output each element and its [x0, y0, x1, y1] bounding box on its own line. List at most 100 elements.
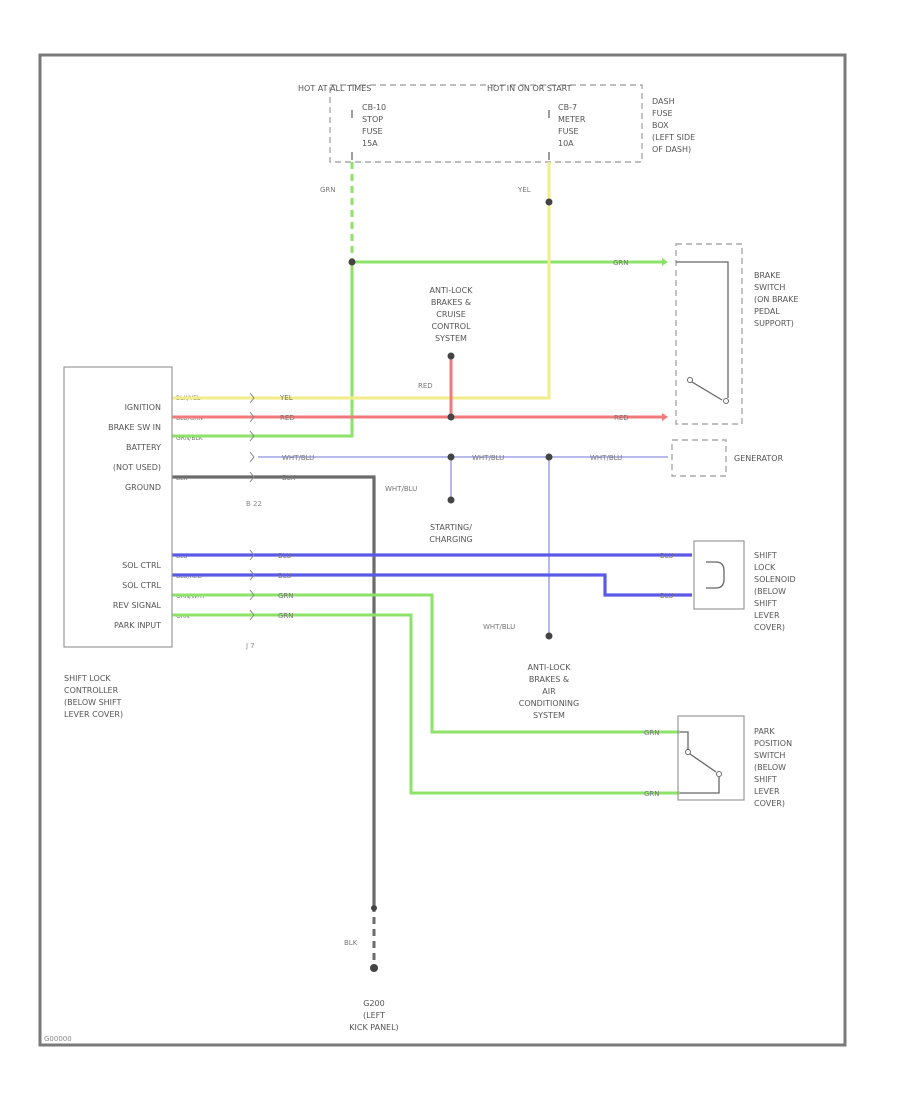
pin-brake-sw-in: BRAKE SW IN — [108, 423, 161, 432]
abs-ac-line-2: BRAKES & — [529, 675, 569, 684]
brake-switch-line-2: SWITCH — [754, 283, 785, 292]
fuse-box-label-line-3: BOX — [652, 121, 669, 130]
wire-label-blu-2: BLU — [278, 572, 291, 580]
stop-fuse-line-2: STOP — [362, 115, 383, 124]
starting-charging-line-1: STARTING/ — [430, 523, 472, 532]
ground-g200: G200 (LEFT KICK PANEL) — [349, 999, 398, 1032]
grn-wire-battery — [258, 262, 354, 438]
wire-label-blu-1: BLU — [278, 552, 291, 560]
fuse-box-label-line-1: DASH — [652, 97, 675, 106]
footer-code: G00000 — [44, 1035, 72, 1043]
pin-rev-signal: REV SIGNAL — [113, 601, 162, 610]
generator-label: GENERATOR — [734, 454, 784, 463]
splice-dots — [348, 198, 553, 972]
pin-ignition: IGNITION — [125, 403, 161, 412]
brake-switch-line-3: (ON BRAKE — [754, 295, 798, 304]
solenoid-line-3: SOLENOID — [754, 575, 796, 584]
park-switch-line-7: COVER) — [754, 799, 785, 808]
wire-label-grn-top: GRN — [320, 186, 336, 194]
stop-fuse-line-4: 15A — [362, 139, 378, 148]
connector-j7: J 7 — [245, 642, 255, 650]
fuse-box-label-line-5: OF DASH) — [652, 145, 691, 154]
park-switch-line-4: (BELOW — [754, 763, 786, 772]
wire-label-wht-blu-gen: WHT/BLU — [590, 454, 622, 462]
starting-charging-line-2: CHARGING — [429, 535, 472, 544]
hot-in-on-or-start-label: HOT IN ON OR START — [487, 84, 572, 93]
meter-fuse-line-1: CB-7 — [558, 103, 577, 112]
abs-cruise-label: ANTI-LOCK BRAKES & CRUISE CONTROL SYSTEM — [430, 286, 474, 343]
shift-lock-controller-label: SHIFT LOCK CONTROLLER (BELOW SHIFT LEVER… — [64, 674, 123, 719]
ground-line-1: G200 — [363, 999, 384, 1008]
solenoid-line-4: (BELOW — [754, 587, 786, 596]
wire-label-grn-brake: GRN — [613, 259, 629, 267]
brake-switch-line-5: SUPPORT) — [754, 319, 794, 328]
ground-line-3: KICK PANEL) — [349, 1023, 398, 1032]
wire-label-wht-blu-start: WHT/BLU — [385, 485, 417, 493]
dash-fuse-box-label: DASH FUSE BOX (LEFT SIDE OF DASH) — [652, 97, 695, 154]
fuse-box-label-line-2: FUSE — [652, 109, 673, 118]
wire-label-wht-blu-ac: WHT/BLU — [483, 623, 515, 631]
abs-cruise-line-1: ANTI-LOCK — [430, 286, 474, 295]
pin-battery: BATTERY — [126, 443, 161, 452]
solenoid-line-5: SHIFT — [754, 599, 777, 608]
abs-cruise-line-2: BRAKES & — [431, 298, 471, 307]
stop-fuse-line-1: CB-10 — [362, 103, 386, 112]
park-switch-line-2: POSITION — [754, 739, 792, 748]
pin-park-input: PARK INPUT — [114, 621, 161, 630]
wire-label-red-pin: RED — [280, 414, 295, 422]
abs-ac-line-3: AIR — [542, 687, 556, 696]
wire-label-blk-pin: BLK — [282, 474, 296, 482]
meter-fuse-line-2: METER — [558, 115, 586, 124]
pin-sol-ctrl-2: SOL CTRL — [122, 581, 161, 590]
abs-cruise-line-5: SYSTEM — [435, 334, 467, 343]
park-switch-line-1: PARK — [754, 727, 775, 736]
wire-label-red-abs: RED — [418, 382, 433, 390]
connector-terminals — [249, 392, 255, 621]
abs-ac-line-5: SYSTEM — [533, 711, 565, 720]
pin-ground: GROUND — [125, 483, 161, 492]
wire-label-wht-blu-pin: WHT/BLU — [282, 454, 314, 462]
wire-label-grn-park-sw-2: GRN — [644, 790, 660, 798]
solenoid-line-2: LOCK — [754, 563, 776, 572]
brake-switch-line-1: BRAKE — [754, 271, 781, 280]
wire-label-grn-rev: GRN — [278, 592, 294, 600]
brake-switch-line-4: PEDAL — [754, 307, 780, 316]
solenoid-line-6: LEVER — [754, 611, 780, 620]
shift-lock-solenoid: SHIFT LOCK SOLENOID (BELOW SHIFT LEVER C… — [693, 540, 796, 632]
stop-fuse-line-3: FUSE — [362, 127, 383, 136]
wire-label-grn-park-sw-1: GRN — [644, 729, 660, 737]
controller-label-line-3: (BELOW SHIFT — [64, 698, 122, 707]
red-arrow-brake — [662, 413, 668, 421]
wire-label-yel-top: YEL — [517, 186, 531, 194]
ground-line-2: (LEFT — [363, 1011, 385, 1020]
wire-label-blu-sol-1: BLU — [660, 552, 673, 560]
pin-sol-ctrl-1: SOL CTRL — [122, 561, 161, 570]
stop-fuse: CB-10 STOP FUSE 15A — [351, 103, 386, 160]
park-switch-line-5: SHIFT — [754, 775, 777, 784]
controller-label-line-4: LEVER COVER) — [64, 710, 123, 719]
abs-cruise-line-3: CRUISE — [436, 310, 466, 319]
dash-fuse-box: HOT AT ALL TIMES HOT IN ON OR START CB-1… — [298, 84, 695, 163]
starting-charging-label: STARTING/ CHARGING — [429, 523, 472, 544]
wire-label-blu-sol-2: BLU — [660, 592, 673, 600]
abs-ac-line-1: ANTI-LOCK — [528, 663, 572, 672]
yel-wire-ignition — [258, 162, 551, 400]
meter-fuse-line-3: FUSE — [558, 127, 579, 136]
hot-at-all-times-label: HOT AT ALL TIMES — [298, 84, 371, 93]
grn-wire-park-input — [258, 613, 680, 795]
controller-label-line-2: CONTROLLER — [64, 686, 119, 695]
abs-ac-line-4: CONDITIONING — [519, 699, 579, 708]
wire-label-wht-blu-mid: WHT/BLU — [472, 454, 504, 462]
generator: GENERATOR — [671, 439, 784, 477]
solenoid-line-7: COVER) — [754, 623, 785, 632]
wire-label-red-brake: RED — [614, 414, 629, 422]
blk-wire-ground — [258, 475, 376, 905]
pin-not-used: (NOT USED) — [113, 463, 161, 472]
shift-lock-controller: IGNITION BRAKE SW IN BATTERY (NOT USED) … — [63, 366, 173, 648]
abs-cruise-line-4: CONTROL — [431, 322, 471, 331]
blu-wire-sol-ctrl-2 — [258, 573, 692, 597]
fuse-box-label-line-4: (LEFT SIDE — [652, 133, 695, 142]
connector-b22: B 22 — [246, 500, 262, 508]
meter-fuse-line-4: 10A — [558, 139, 574, 148]
